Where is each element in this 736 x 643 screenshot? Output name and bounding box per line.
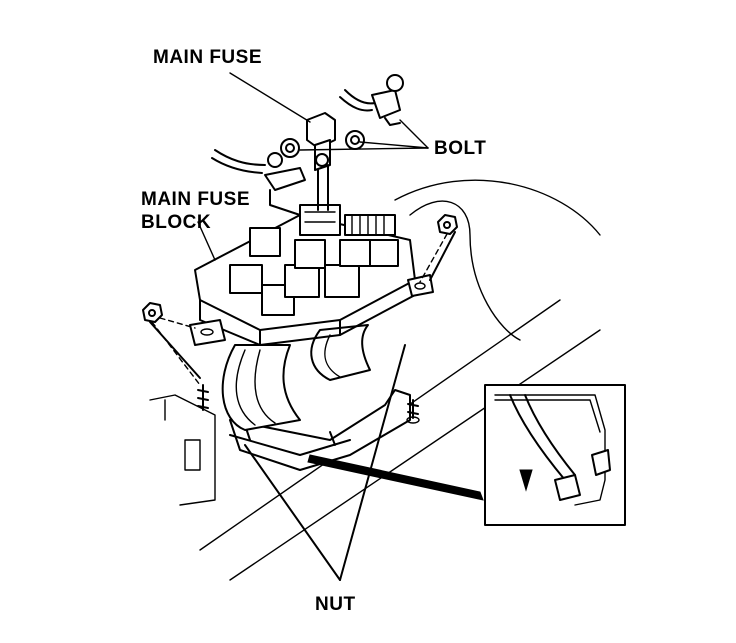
main-fuse-terminals <box>299 204 341 236</box>
nut-label: NUT <box>315 594 356 615</box>
battery-cable-right <box>339 74 404 126</box>
main-fuse-block-label-line1: MAIN FUSE <box>141 189 250 210</box>
relay-7 <box>339 239 371 267</box>
main-fuse-block-label-line2: BLOCK <box>141 212 212 233</box>
stud-right <box>406 399 420 424</box>
main-fuse-label: MAIN FUSE <box>153 47 262 68</box>
stud-left <box>197 384 209 411</box>
relay-1 <box>229 264 263 294</box>
relay-4 <box>249 227 281 257</box>
nut-left <box>142 302 163 323</box>
detail-arrow <box>307 454 484 501</box>
mount-ear-left <box>189 319 226 346</box>
nut-right <box>437 214 458 235</box>
relay-8 <box>369 239 399 267</box>
main-fuse <box>306 112 336 211</box>
main-fuse-block <box>194 204 416 346</box>
relay-3 <box>284 264 320 298</box>
bolt-2 <box>280 138 300 158</box>
battery-cable-left <box>211 149 306 216</box>
relay-6 <box>324 264 360 298</box>
mounting-bracket <box>229 389 411 471</box>
bolt-3 <box>315 153 329 167</box>
bolt-label: BOLT <box>434 138 487 159</box>
inset-detail <box>484 384 626 526</box>
bolt-1 <box>345 130 365 150</box>
mount-ear-right <box>407 274 434 297</box>
fuse-strip <box>344 214 396 236</box>
wire-harness <box>221 324 371 431</box>
leader-lines <box>149 72 456 581</box>
relay-5 <box>294 239 326 269</box>
